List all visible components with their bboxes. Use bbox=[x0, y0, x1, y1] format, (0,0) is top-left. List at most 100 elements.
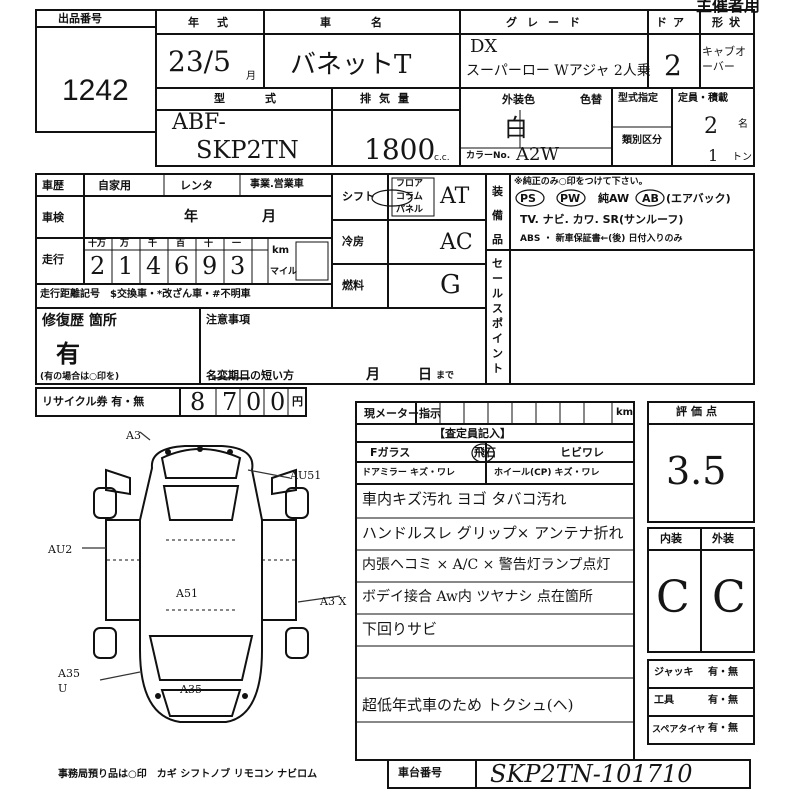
digit-label-10k: 万 bbox=[120, 239, 130, 249]
equipment-airbag-suffix: (エアバック) bbox=[666, 192, 731, 205]
inspector-note-3: 内張ヘコミ × A/C × 警告灯ランプ点灯 bbox=[362, 557, 611, 573]
wheel-label: ホイール(CP) キズ・ワレ bbox=[494, 468, 600, 478]
equipment-pw: PW bbox=[560, 192, 581, 205]
recycle-digit-2: 7 bbox=[222, 388, 238, 416]
color-change-label: 色替 bbox=[580, 93, 602, 106]
office-note: 事務局預り品は○印 カギ シフトノブ リモコン ナビロム bbox=[58, 769, 318, 780]
notes-label: 注意事項 bbox=[206, 313, 250, 326]
chassis-label: 車台番号 bbox=[398, 766, 442, 779]
lot-label: 出品番号 bbox=[58, 12, 102, 25]
private-label: 自家用 bbox=[98, 179, 131, 192]
lot-number: 1242 bbox=[62, 74, 129, 107]
period-until: まで bbox=[436, 371, 455, 381]
exterior-score-label: 外装 bbox=[712, 532, 734, 545]
load-value: 1 bbox=[708, 146, 719, 165]
digit-label-100: 百 bbox=[176, 239, 186, 249]
inspector-note-2: ハンドルスレ グリップ× アンテナ折れ bbox=[362, 524, 624, 542]
history-label: 車歴 bbox=[42, 179, 64, 192]
grade-label: グレード bbox=[506, 16, 590, 29]
mileage-digit-5: 9 bbox=[202, 252, 218, 280]
inspector-note-5: 下回りサビ bbox=[362, 620, 438, 638]
chassis-value: SKP2TN-101710 bbox=[490, 760, 693, 788]
diagram-mark-a3-top: A3 bbox=[126, 429, 141, 442]
equipment-row2: TV. ナビ. カワ. SR(サンルーフ) bbox=[520, 213, 684, 226]
load-unit: トン bbox=[732, 152, 752, 163]
period-day: 日 bbox=[418, 367, 432, 383]
body-label: 形状 bbox=[712, 16, 746, 29]
meter-km: km bbox=[616, 407, 634, 418]
repair-note: (有の場合は○印を) bbox=[40, 372, 120, 382]
score-label: 評価点 bbox=[676, 405, 721, 418]
inspection-label: 車検 bbox=[42, 211, 64, 224]
mile-label: マイル bbox=[270, 267, 298, 277]
type-spec-label: 型式指定 bbox=[618, 93, 658, 104]
year-label: 年式 bbox=[188, 16, 246, 29]
month-unit: 月 bbox=[246, 71, 256, 82]
grade-value-2: スーパーロー Wアジャ 2人乗 bbox=[466, 63, 651, 79]
mileage-digit-2: 1 bbox=[118, 252, 134, 280]
capacity-unit: 名 bbox=[738, 119, 748, 130]
fuel-label: 燃料 bbox=[342, 279, 364, 292]
inspector-note-1: 車内キズ汚れ ヨゴ タバコ汚れ bbox=[362, 490, 567, 508]
spare-label: スペアタイヤ bbox=[652, 725, 706, 735]
repair-label: 修復歴 箇所 bbox=[42, 313, 117, 329]
equipment-note: ※純正のみ○印をつけて下さい。 bbox=[514, 177, 648, 187]
glass-label: Fガラス bbox=[370, 446, 411, 459]
model-label: 車名 bbox=[320, 16, 422, 29]
displacement-unit: c.c. bbox=[434, 153, 450, 163]
chip-label: 飛石 bbox=[474, 446, 496, 459]
type-label: 型式 bbox=[214, 92, 316, 105]
score-value: 3.5 bbox=[666, 449, 727, 493]
inspection-year-unit: 年 bbox=[184, 209, 198, 225]
lot-divider bbox=[36, 26, 156, 28]
mileage-digit-4: 6 bbox=[174, 252, 190, 280]
mileage-digit-6: 3 bbox=[230, 252, 246, 280]
ac-label: 冷房 bbox=[342, 235, 364, 248]
shift-value: AT bbox=[440, 184, 470, 209]
jack-value: 有・無 bbox=[708, 667, 738, 678]
class-label: 類別区分 bbox=[622, 135, 662, 146]
short-period-label: 名変期日の短い方 bbox=[206, 369, 294, 382]
crack-label: ヒビワレ bbox=[560, 446, 604, 459]
digit-label-1k: 千 bbox=[148, 239, 158, 249]
doors-value: 2 bbox=[664, 49, 682, 82]
rental-label: レンタ bbox=[180, 179, 213, 192]
shift-option-column: コラム bbox=[396, 192, 423, 202]
recycle-digit-1: 8 bbox=[190, 388, 206, 416]
fuel-value: G bbox=[440, 270, 461, 300]
recycle-yen: 円 bbox=[292, 395, 303, 408]
equipment-label: 装備品 bbox=[492, 185, 503, 246]
equipment-row3: ABS ・ 新車保証書←(後) 日付入りのみ bbox=[520, 234, 683, 244]
model-value: バネットT bbox=[290, 50, 412, 80]
displacement-label: 排気量 bbox=[360, 92, 417, 105]
digit-label-10: 十 bbox=[204, 239, 214, 249]
mirror-label: ドアミラー キズ・ワレ bbox=[362, 468, 455, 478]
diagram-mark-a35u: A35 U bbox=[58, 667, 80, 696]
grade-value-1: DX bbox=[470, 36, 498, 57]
equipment-airbag: AB bbox=[642, 192, 659, 205]
tools-value: 有・無 bbox=[708, 695, 738, 706]
digit-label-100k: 十万 bbox=[88, 239, 107, 249]
exterior-label: 外装色 bbox=[502, 93, 535, 106]
recycle-digit-4: 0 bbox=[270, 388, 286, 416]
inspection-month-unit: 月 bbox=[262, 209, 276, 225]
sales-point-label: セールスポイント bbox=[492, 257, 503, 375]
period-month: 月 bbox=[366, 367, 380, 383]
tools-label: 工具 bbox=[654, 695, 674, 706]
diagram-mark-au2: AU2 bbox=[48, 543, 73, 556]
displacement-value: 1800 bbox=[364, 133, 436, 166]
ac-value: AC bbox=[440, 230, 473, 255]
mileage-digit-1: 2 bbox=[90, 252, 106, 280]
exterior-value: 白 bbox=[504, 114, 528, 142]
mileage-label: 走行 bbox=[42, 253, 64, 266]
equipment-alloy: 純AW bbox=[598, 192, 630, 205]
recycle-digit-3: 0 bbox=[246, 388, 262, 416]
mileage-digit-3: 4 bbox=[146, 252, 162, 280]
inspector-note-6: 超低年式車のため トクシュ(ヘ) bbox=[362, 696, 574, 714]
interior-label: 内装 bbox=[660, 532, 682, 545]
doors-label: ドア bbox=[656, 16, 690, 29]
color-code-value: A2W bbox=[516, 144, 559, 165]
type-value-1: ABF- bbox=[172, 110, 226, 135]
recycle-label: リサイクル券 有・無 bbox=[42, 395, 145, 408]
year-value: 23/5 bbox=[168, 45, 231, 78]
